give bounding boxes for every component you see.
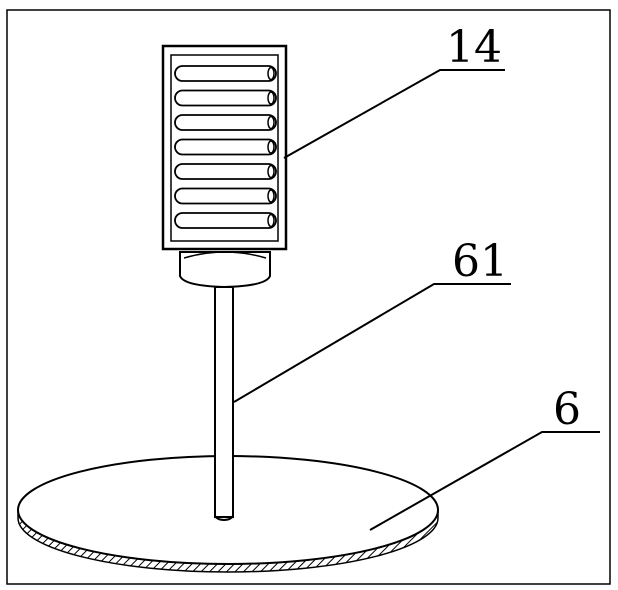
support-rod (214, 286, 234, 521)
fan-fin-end (267, 91, 275, 105)
leader-line-61 (233, 283, 511, 403)
figure-border (6, 9, 611, 585)
fan-fin-end (267, 213, 275, 228)
fan-fin (174, 212, 277, 229)
leader-line-6 (369, 431, 600, 531)
fan-fin (174, 138, 277, 156)
mount-block (179, 251, 271, 289)
fan-fin-end (267, 66, 275, 81)
fan-fins (174, 65, 277, 229)
fan-fin (174, 65, 277, 82)
fan-fin-end (267, 164, 275, 179)
fan-fin (174, 187, 277, 205)
leader-line-14 (283, 69, 505, 159)
fan-assembly-inner-frame (170, 54, 279, 242)
fan-fin-end (267, 189, 275, 203)
label-fan-assembly: 14 (446, 22, 502, 73)
fan-fin (174, 89, 277, 107)
fan-fin-end (267, 115, 275, 130)
label-support-rod: 61 (452, 236, 508, 287)
label-base-disc: 6 (553, 384, 581, 435)
fan-assembly (161, 44, 288, 251)
fan-fin (174, 114, 277, 131)
fan-fin (174, 163, 277, 180)
fan-fin-end (267, 140, 275, 154)
